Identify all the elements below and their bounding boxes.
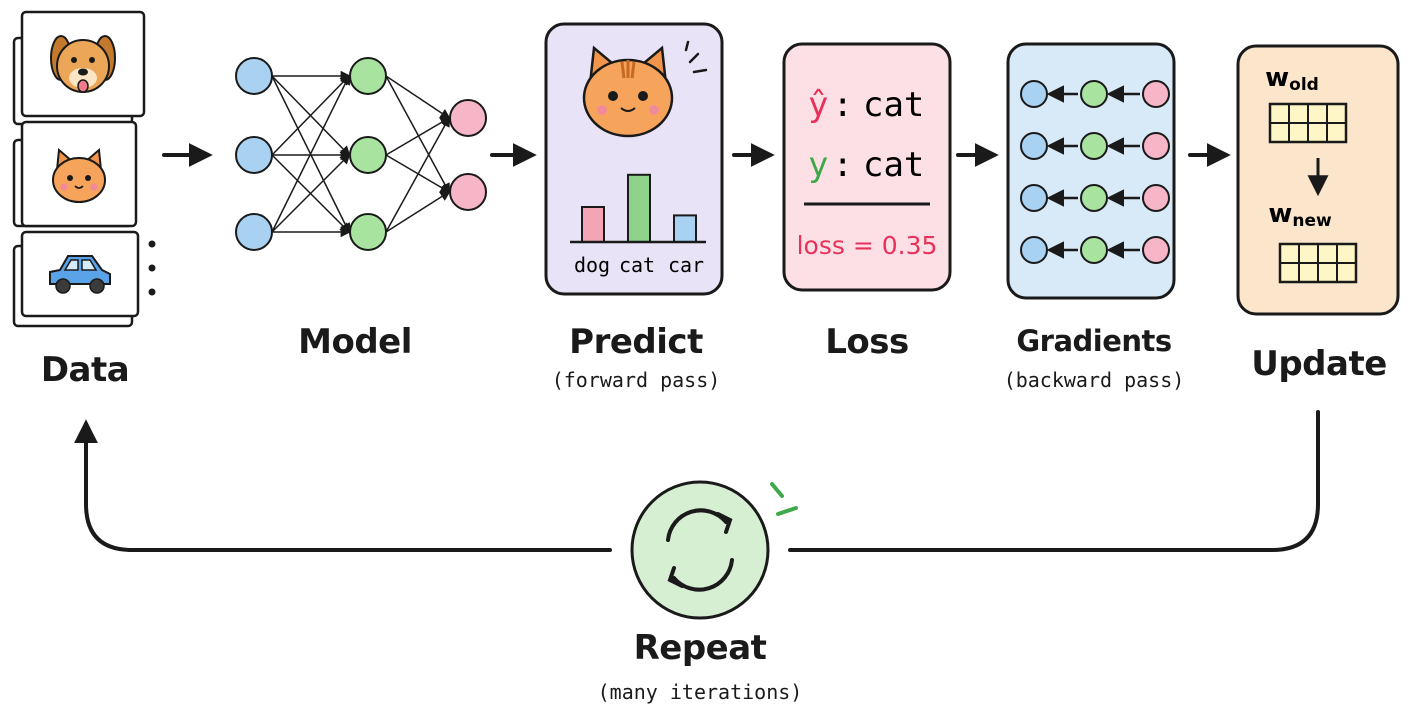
dog-icon xyxy=(50,35,116,93)
hidden-node xyxy=(349,136,387,174)
cat-icon xyxy=(582,45,674,138)
w-new-subscript: new xyxy=(1292,211,1332,231)
output-node xyxy=(449,99,487,137)
label-update: Update xyxy=(1251,344,1387,384)
label-predict: Predict xyxy=(569,322,703,362)
label-gradients: Gradients xyxy=(1016,324,1172,358)
car-icon xyxy=(49,255,111,294)
bar-car xyxy=(673,214,697,243)
label-data: Data xyxy=(40,350,130,390)
y-hat-colon: : xyxy=(832,85,852,125)
network-edge xyxy=(271,74,351,156)
network-edge xyxy=(385,116,451,156)
network-edge xyxy=(385,75,451,194)
weights-new-grid xyxy=(1278,242,1358,284)
network-edge xyxy=(271,74,350,233)
input-node xyxy=(235,136,273,174)
sublabel-gradients: (backward pass) xyxy=(1003,368,1185,392)
bar-label-car: car xyxy=(668,253,704,277)
svg-text:wnew: wnew xyxy=(1268,199,1332,231)
w-new-symbol: w xyxy=(1268,199,1292,229)
gradient-row xyxy=(1020,132,1170,160)
repeat-loop xyxy=(74,410,1320,552)
neural-network xyxy=(235,57,487,251)
hidden-node xyxy=(349,57,387,95)
input-node xyxy=(235,213,273,251)
y-hat-symbol: ŷ xyxy=(808,85,828,125)
bar-label-dog: dog xyxy=(574,253,610,277)
loss-value: loss = 0.35 xyxy=(797,231,938,260)
input-node xyxy=(235,57,273,95)
predict-panel: dog cat car xyxy=(544,22,724,296)
refresh-icon xyxy=(666,508,734,592)
gradient-row xyxy=(1020,236,1170,264)
bar-label-cat: cat xyxy=(619,253,655,277)
data-stack xyxy=(12,10,156,328)
label-loss: Loss xyxy=(825,322,909,362)
y-value: cat xyxy=(863,145,924,185)
network-edge xyxy=(385,190,451,233)
network-edge xyxy=(385,75,451,120)
w-old-subscript: old xyxy=(1289,75,1319,95)
output-node xyxy=(449,173,487,211)
y-colon: : xyxy=(832,145,852,185)
w-old-symbol: w xyxy=(1265,63,1289,93)
label-repeat: Repeat xyxy=(633,628,767,668)
gradient-row xyxy=(1020,80,1170,108)
weights-old-grid xyxy=(1268,102,1348,144)
bar-cat xyxy=(627,173,651,243)
hidden-node xyxy=(349,213,387,251)
label-model: Model xyxy=(298,322,412,362)
svg-text:ŷ:cat: ŷ: cat xyxy=(808,85,924,125)
cat-icon xyxy=(52,147,106,203)
sublabel-repeat: (many iterations) xyxy=(597,680,803,704)
sublabel-predict: (forward pass) xyxy=(551,368,721,392)
svg-text:y:cat: y: cat xyxy=(808,145,924,185)
network-edge xyxy=(271,153,351,233)
y-hat-value: cat xyxy=(863,85,924,125)
gradients-panel xyxy=(1006,42,1176,300)
update-panel: wold wnew xyxy=(1236,44,1400,316)
repeat-circle xyxy=(630,480,798,620)
loss-panel: ŷ: cat y: cat loss = 0.35 xyxy=(782,42,952,292)
gradient-row xyxy=(1020,184,1170,212)
svg-text:wold: wold xyxy=(1265,63,1319,95)
y-symbol: y xyxy=(808,145,828,185)
bar-dog xyxy=(581,206,605,243)
network-edge xyxy=(385,116,451,233)
